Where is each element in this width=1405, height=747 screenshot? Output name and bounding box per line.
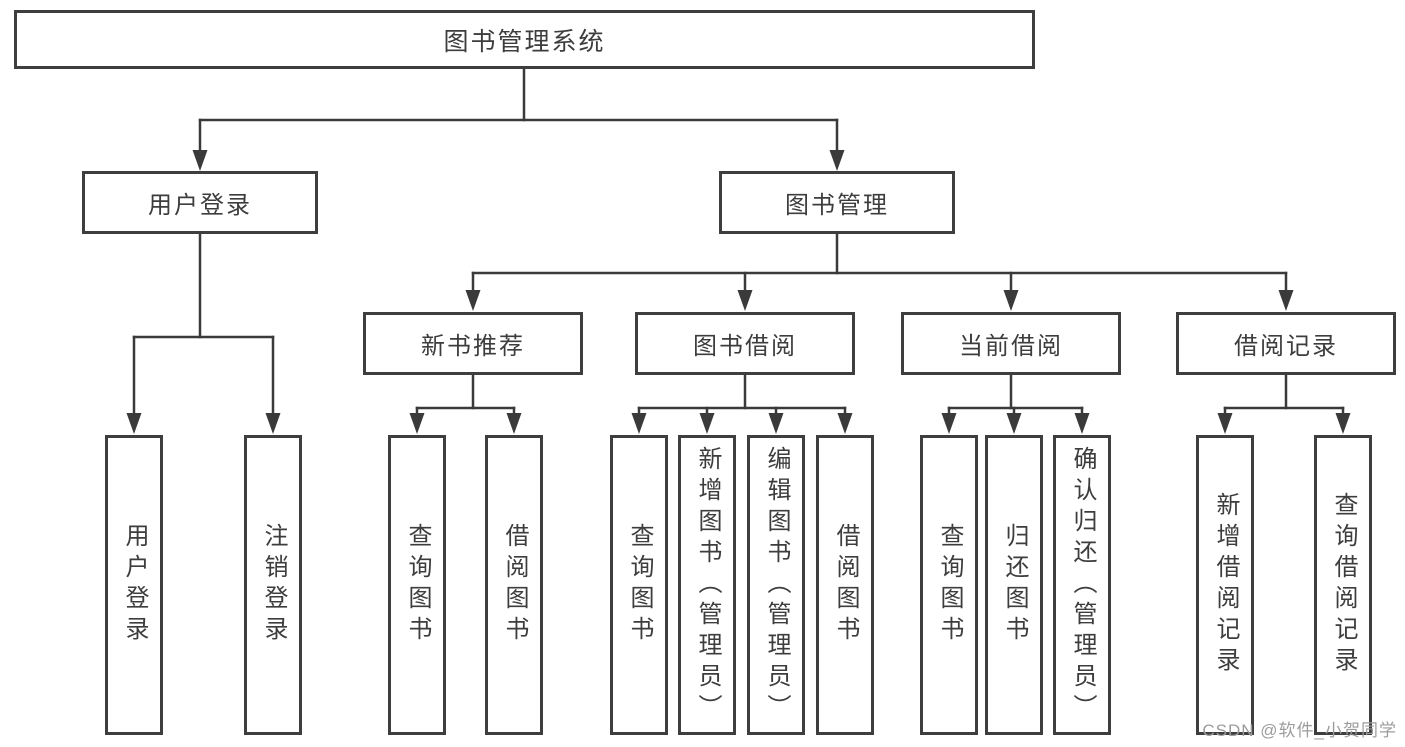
leaf-logout-label: 注销登录	[260, 523, 287, 647]
leaf-confirm-return-admin-label: 确认归还（管理员）	[1069, 445, 1096, 725]
leaf-query-borrow-record: 查询借阅记录	[1314, 435, 1372, 735]
leaf-user-login: 用户登录	[105, 435, 163, 735]
leaf-query-book-borrow-label: 查询图书	[626, 523, 653, 647]
node-user-login: 用户登录	[82, 171, 318, 234]
leaf-query-borrow-record-label: 查询借阅记录	[1330, 492, 1357, 678]
arrowheads	[126, 150, 1351, 434]
leaf-edit-book-admin-label: 编辑图书（管理员）	[763, 445, 790, 725]
node-book-management: 图书管理	[719, 171, 955, 234]
leaf-user-login-label: 用户登录	[121, 523, 148, 647]
node-book-borrow: 图书借阅	[635, 312, 855, 375]
node-borrow-records-label: 借阅记录	[1234, 333, 1338, 360]
node-root: 图书管理系统	[14, 10, 1035, 69]
leaf-add-book-admin: 新增图书（管理员）	[678, 435, 736, 735]
leaf-add-borrow-record: 新增借阅记录	[1196, 435, 1254, 735]
node-borrow-records: 借阅记录	[1176, 312, 1396, 375]
node-current-borrow: 当前借阅	[901, 312, 1121, 375]
leaf-query-book-current: 查询图书	[920, 435, 978, 735]
leaf-borrow-book-recommend: 借阅图书	[485, 435, 543, 735]
node-new-book-recommend-label: 新书推荐	[421, 333, 525, 360]
leaf-query-book-current-label: 查询图书	[936, 523, 963, 647]
leaf-borrow-book: 借阅图书	[816, 435, 874, 735]
node-new-book-recommend: 新书推荐	[363, 312, 583, 375]
leaf-query-book-recommend-label: 查询图书	[404, 523, 431, 647]
leaf-edit-book-admin: 编辑图书（管理员）	[747, 435, 805, 735]
node-book-management-label: 图书管理	[785, 192, 889, 219]
leaf-borrow-book-recommend-label: 借阅图书	[501, 523, 528, 647]
leaf-add-borrow-record-label: 新增借阅记录	[1212, 492, 1239, 678]
leaf-borrow-book-label: 借阅图书	[832, 523, 859, 647]
node-root-label: 图书管理系统	[443, 27, 606, 56]
watermark: CSDN @软件_小贺同学	[1202, 721, 1397, 740]
leaf-return-book-label: 归还图书	[1001, 523, 1028, 647]
leaf-confirm-return-admin: 确认归还（管理员）	[1053, 435, 1111, 735]
node-book-borrow-label: 图书借阅	[693, 333, 797, 360]
leaf-logout: 注销登录	[244, 435, 302, 735]
leaf-query-book-borrow: 查询图书	[610, 435, 668, 735]
leaf-query-book-recommend: 查询图书	[388, 435, 446, 735]
node-user-login-label: 用户登录	[148, 192, 252, 219]
node-current-borrow-label: 当前借阅	[959, 333, 1063, 360]
leaf-add-book-admin-label: 新增图书（管理员）	[694, 445, 721, 725]
leaf-return-book: 归还图书	[985, 435, 1043, 735]
